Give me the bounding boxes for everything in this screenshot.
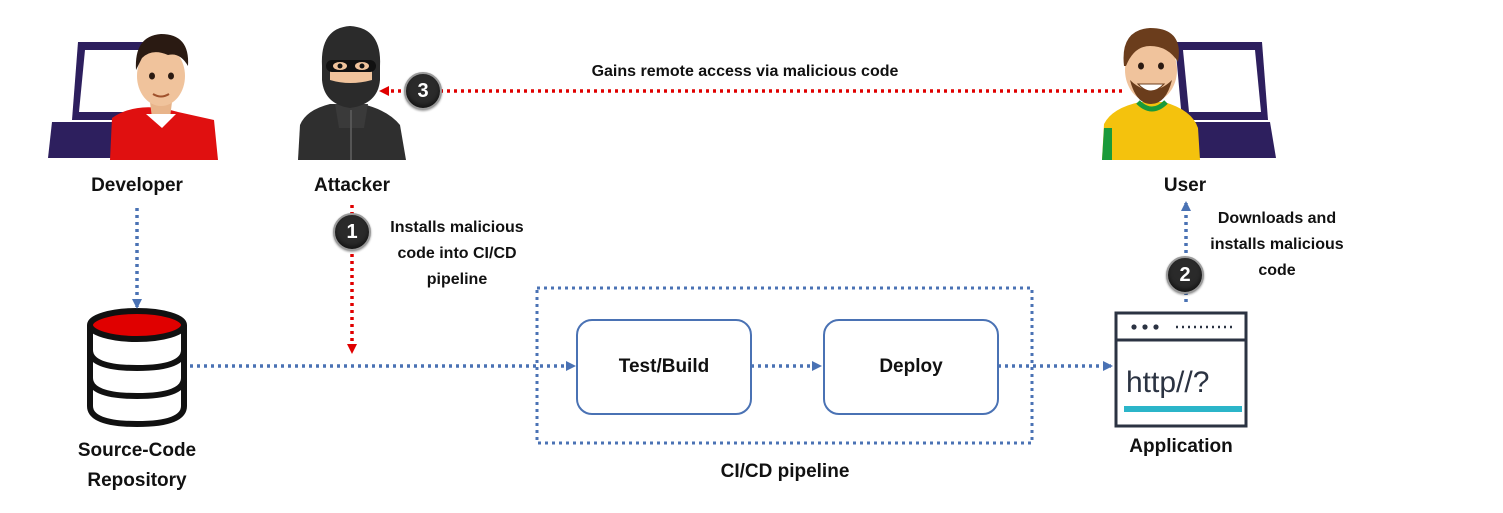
pipeline-label: CI/CD pipeline <box>720 461 850 482</box>
repository-label: Source-Code Repository <box>42 436 232 496</box>
user-label: User <box>1163 175 1207 196</box>
step-2-text-line3: code <box>1258 262 1296 279</box>
repository-label-line2: Repository <box>87 470 187 491</box>
step-badge-1: 1 <box>333 213 371 251</box>
user-icon <box>1102 28 1276 160</box>
database-icon <box>87 308 187 428</box>
step-1-text-line2: code into CI/CD <box>397 245 517 262</box>
attacker-icon <box>298 26 406 160</box>
attack-arrows <box>347 86 1122 354</box>
step-1-text: Installs malicious code into CI/CD pipel… <box>372 215 542 293</box>
attacker-label: Attacker <box>313 175 391 196</box>
application-url-text: http//? <box>1126 366 1209 399</box>
step-badge-3: 3 <box>404 72 442 110</box>
stage-test-build-label: Test/Build <box>618 356 710 377</box>
cicd-pipeline-container <box>535 286 1034 445</box>
step-badge-2: 2 <box>1166 256 1204 294</box>
step-2-text-line2: installs malicious <box>1210 236 1344 253</box>
stage-test-build: Test/Build <box>576 319 752 415</box>
application-label: Application <box>1129 436 1233 457</box>
step-2-text-line1: Downloads and <box>1217 210 1337 227</box>
application-window-icon: http//? <box>1114 311 1248 428</box>
step-3-text: Gains remote access via malicious code <box>591 63 899 80</box>
stage-deploy: Deploy <box>823 319 999 415</box>
developer-label: Developer <box>91 175 183 196</box>
step-2-text: Downloads and installs malicious code <box>1192 206 1362 284</box>
step-1-text-line3: pipeline <box>426 271 488 288</box>
developer-icon <box>48 34 218 160</box>
stage-deploy-label: Deploy <box>879 356 943 377</box>
step-1-text-line1: Installs malicious <box>390 219 524 236</box>
repository-label-line1: Source-Code <box>77 440 197 461</box>
